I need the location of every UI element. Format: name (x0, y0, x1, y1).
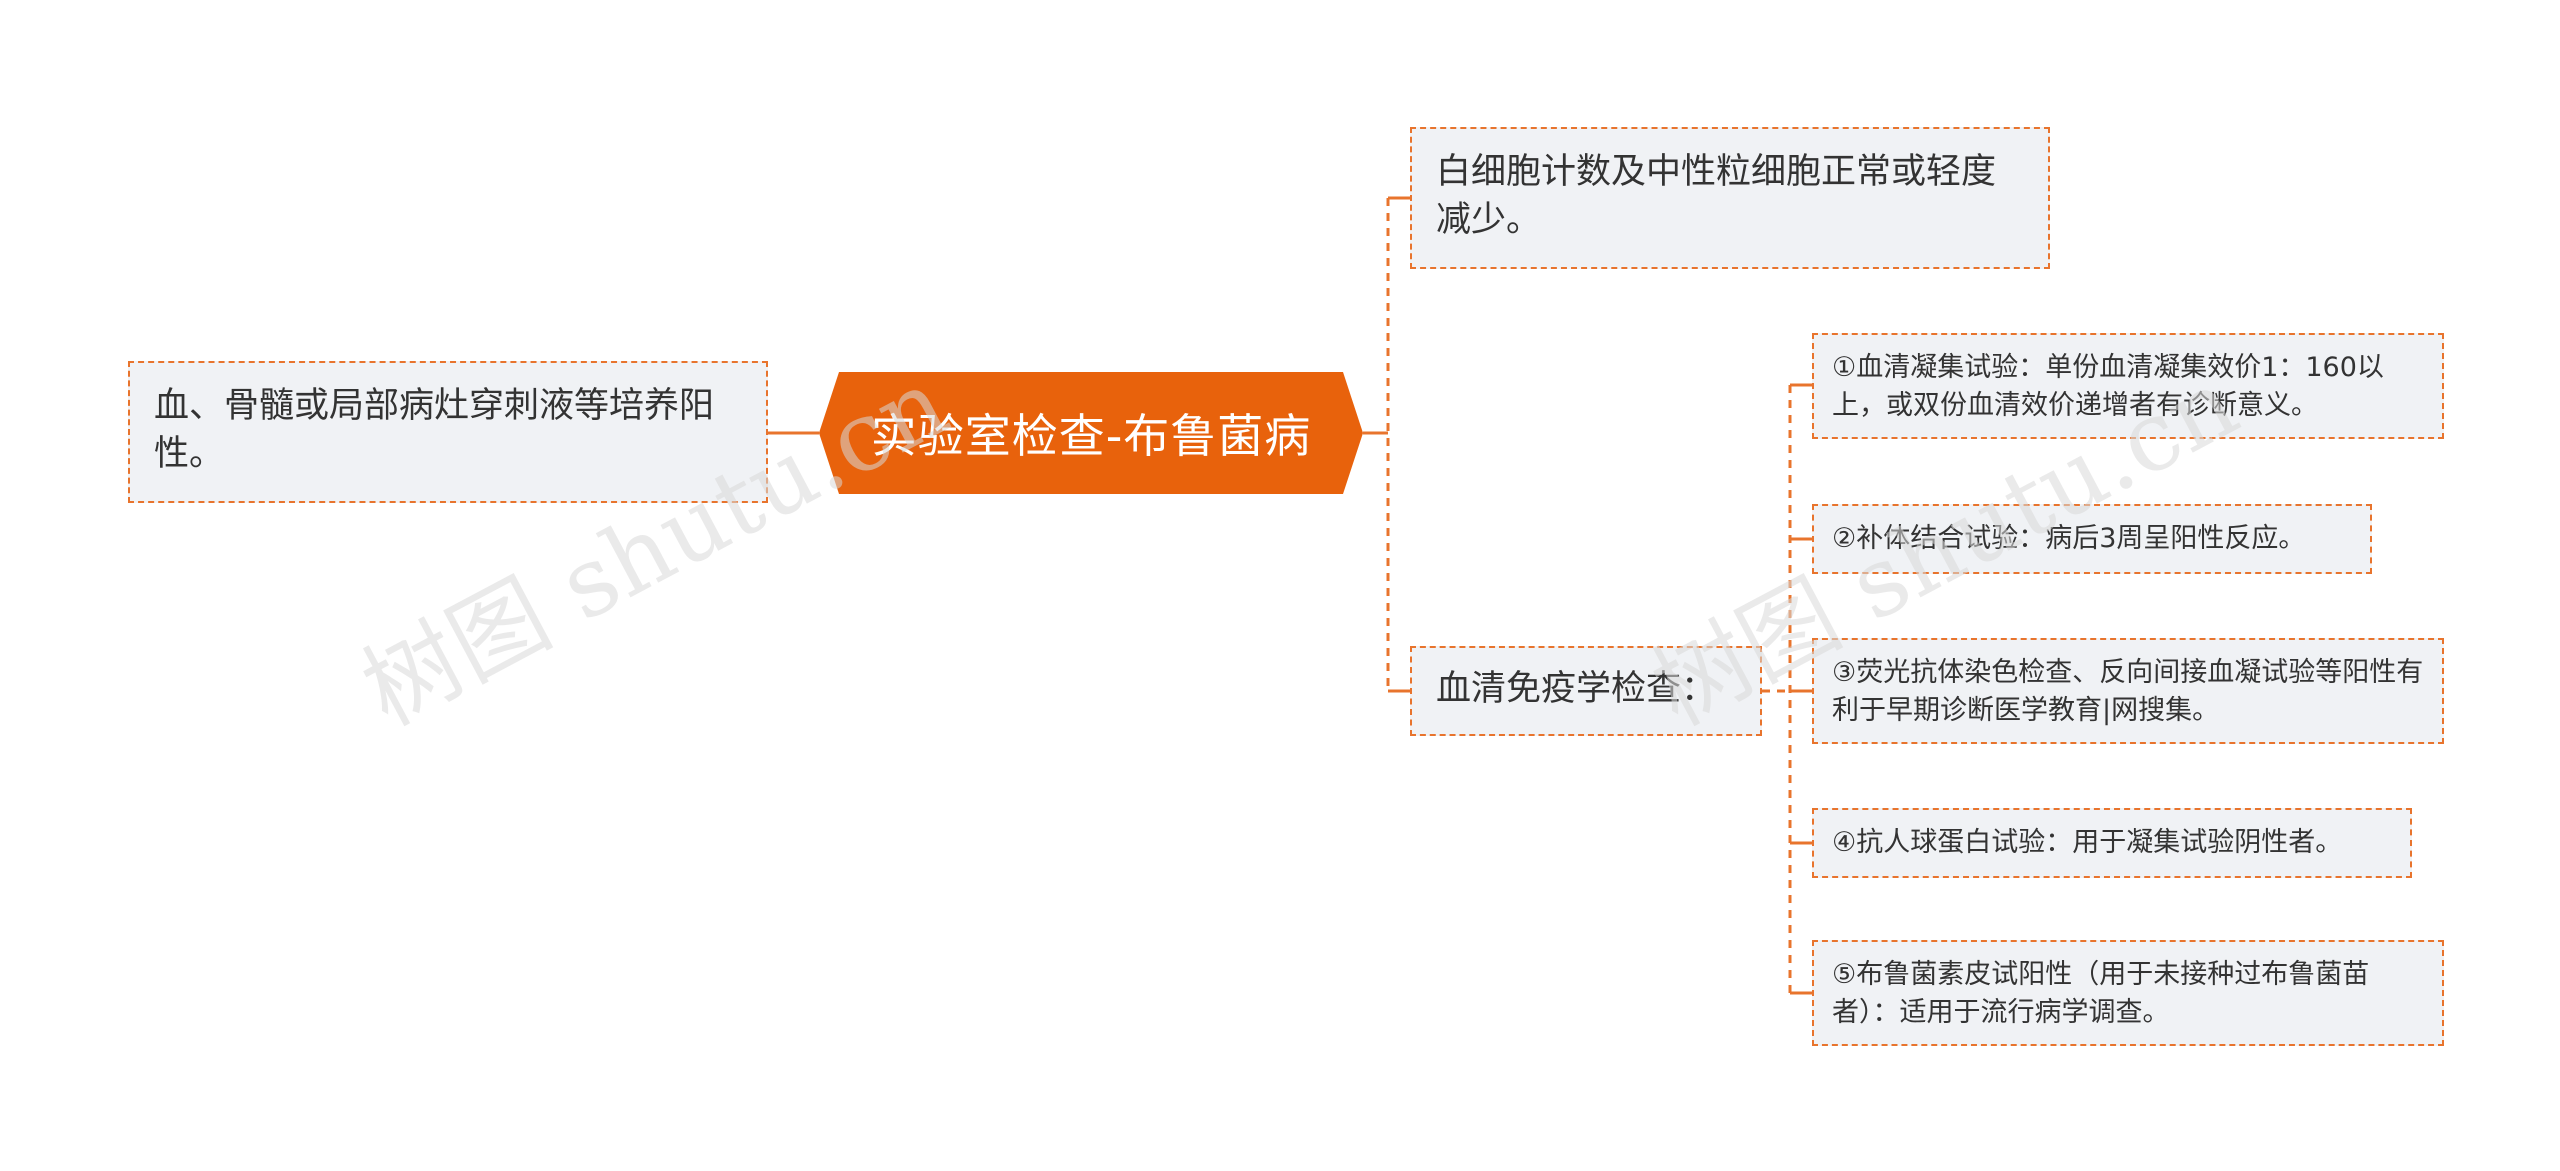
child-node-4[interactable]: ④抗人球蛋白试验：用于凝集试验阴性者。 (1812, 808, 2412, 878)
child-node-1-text: ①血清凝集试验：单份血清凝集效价1：160以上，或双份血清效价递增者有诊断意义。 (1832, 352, 2384, 422)
node-wbc[interactable]: 白细胞计数及中性粒细胞正常或轻度减少。 (1410, 127, 2050, 269)
child-node-3-text: ③荧光抗体染色检查、反向间接血凝试验等阳性有利于早期诊断医学教育|网搜集。 (1832, 657, 2424, 727)
child-node-3[interactable]: ③荧光抗体染色检查、反向间接血凝试验等阳性有利于早期诊断医学教育|网搜集。 (1812, 638, 2444, 744)
node-serology-text: 血清免疫学检查： (1436, 669, 1717, 709)
child-node-1[interactable]: ①血清凝集试验：单份血清凝集效价1：160以上，或双份血清效价递增者有诊断意义。 (1812, 333, 2444, 439)
child-node-5-text: ⑤布鲁菌素皮试阳性（用于未接种过布鲁菌苗者）：适用于流行病学调查。 (1832, 959, 2370, 1029)
child-node-5[interactable]: ⑤布鲁菌素皮试阳性（用于未接种过布鲁菌苗者）：适用于流行病学调查。 (1812, 940, 2444, 1046)
child-node-2[interactable]: ②补体结合试验：病后3周呈阳性反应。 (1812, 504, 2372, 574)
node-wbc-text: 白细胞计数及中性粒细胞正常或轻度减少。 (1436, 152, 1997, 240)
root-shape (819, 372, 1363, 494)
root-label: 实验室检查-布鲁菌病 (870, 409, 1312, 463)
left-node-culture[interactable]: 血、骨髓或局部病灶穿刺液等培养阳性。 (128, 361, 768, 503)
child-node-2-text: ②补体结合试验：病后3周呈阳性反应。 (1832, 523, 2306, 554)
root-node[interactable]: 实验室检查-布鲁菌病 (819, 372, 1363, 494)
left-node-text: 血、骨髓或局部病灶穿刺液等培养阳性。 (154, 386, 715, 474)
node-serology[interactable]: 血清免疫学检查： (1410, 646, 1762, 736)
child-node-4-text: ④抗人球蛋白试验：用于凝集试验阴性者。 (1832, 827, 2343, 858)
